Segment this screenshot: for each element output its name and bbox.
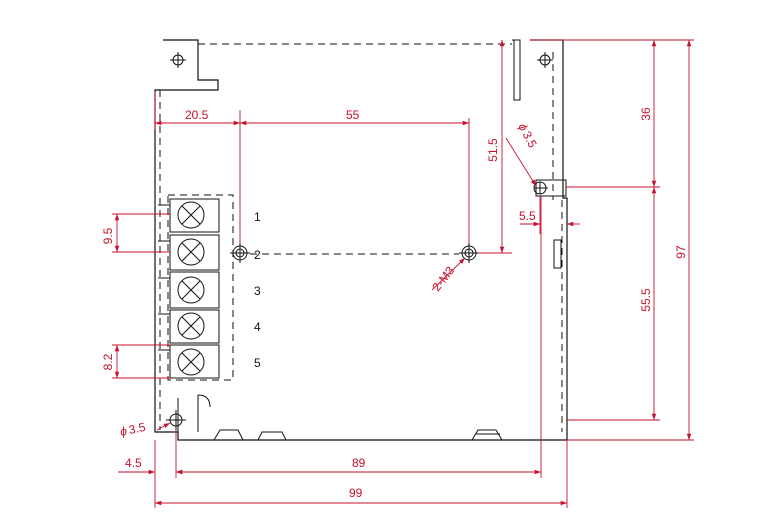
- terminal-screw-icon: [177, 348, 205, 376]
- pin-label-2: 2: [254, 248, 261, 262]
- dim-pin-pitch: 9.5: [101, 227, 115, 244]
- dim-top-hole-label: ϕ 3.5: [515, 121, 540, 151]
- dim-right: [530, 39, 694, 441]
- mount-hole-top-right-icon: [537, 52, 553, 68]
- dim-terminal-width: 8.2: [101, 353, 115, 370]
- pin-label-5: 5: [254, 356, 261, 370]
- pin-label-3: 3: [254, 284, 261, 298]
- mount-hole-top-left-icon: [170, 52, 186, 68]
- dim-bottom-left-offset: 4.5: [125, 456, 142, 470]
- terminal-5: [169, 344, 220, 379]
- dim-total-height: 97: [674, 245, 688, 259]
- dim-screw-leader: [431, 257, 466, 291]
- case-outline: [154, 39, 568, 441]
- dim-pin-pitch-lines: [112, 213, 170, 253]
- bottom-feet: [213, 429, 503, 441]
- dim-screw-spec: 2-M3: [429, 263, 457, 293]
- dim-right-lower: 55.5: [639, 288, 653, 312]
- pin-label-1: 1: [254, 210, 261, 224]
- dim-terminal-width-lines: [112, 344, 170, 379]
- terminal-screw-icon: [177, 238, 205, 266]
- dim-top-hole-diameter: 3.5: [520, 129, 540, 151]
- dim-bottom-hole-diameter: 3.5: [128, 420, 148, 437]
- terminal-screw-icon: [177, 312, 205, 340]
- dim-top: [154, 92, 470, 243]
- terminal-screw-icon: [177, 276, 205, 304]
- terminal-4: [169, 309, 220, 344]
- terminal-screw-icon: [177, 201, 205, 229]
- terminal-1: [169, 198, 220, 233]
- dim-right-upper: 36: [639, 107, 653, 121]
- dim-total-width: 99: [349, 486, 363, 500]
- dim-bottom: [118, 196, 568, 508]
- dim-hole-spacing: 55: [346, 108, 360, 122]
- mount-hole-bottom-left-icon: [166, 410, 186, 430]
- dim-hole-distance: 89: [352, 456, 366, 470]
- terminal-3: [169, 271, 220, 309]
- dim-bottom-hole-label: ϕ 3.5: [119, 420, 147, 439]
- dim-top-left-offset: 20.5: [185, 108, 209, 122]
- phi-symbol: ϕ: [119, 424, 129, 439]
- pin-label-4: 4: [254, 320, 261, 334]
- terminal-block: [158, 194, 234, 381]
- dim-side-offset: 5.5: [519, 209, 536, 223]
- side-slot: [553, 239, 562, 269]
- dim-hole-height: 51.5: [486, 138, 500, 162]
- dim-bottom-hole-leader: [156, 422, 171, 431]
- dim-top-hole-leader: [505, 137, 537, 187]
- screw-hole-right-icon: [459, 243, 479, 263]
- terminal-2: [169, 234, 220, 271]
- side-hole-icon: [533, 179, 567, 197]
